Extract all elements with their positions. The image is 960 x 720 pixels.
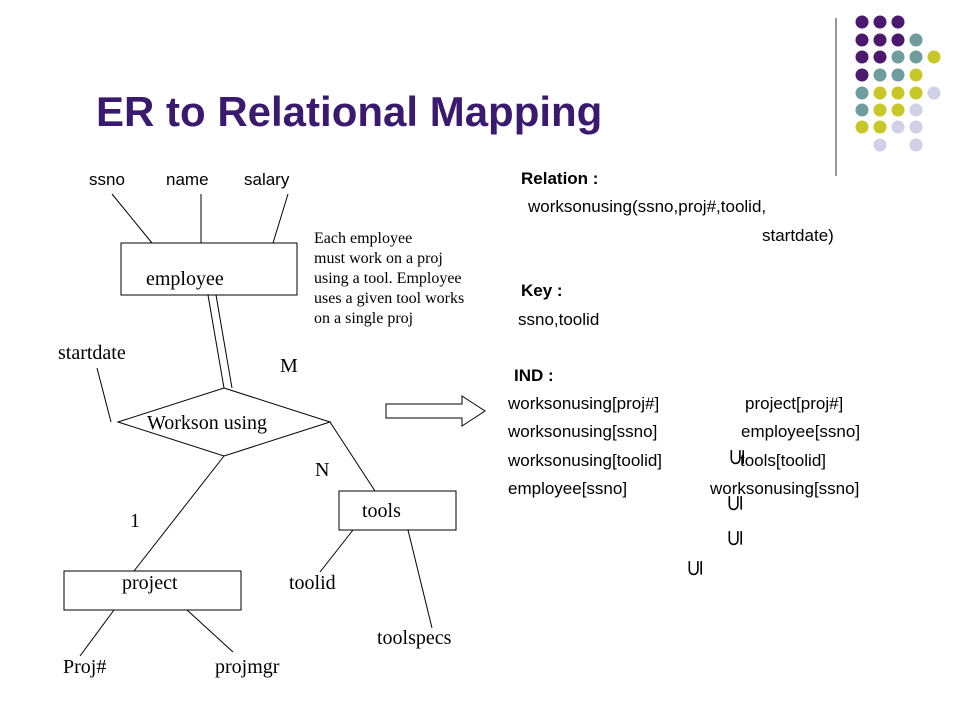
decor-dot xyxy=(891,103,905,117)
ind-left-3: worksonusing[toolid] xyxy=(508,451,663,470)
decor-dot xyxy=(909,103,923,117)
employee-rel-line-1 xyxy=(207,294,225,389)
decor-dot xyxy=(873,68,887,82)
decor-dot xyxy=(873,103,887,117)
salary-link xyxy=(272,193,289,244)
decor-dot xyxy=(855,15,869,29)
decor-dot xyxy=(891,50,905,64)
employee-entity-box xyxy=(120,242,298,296)
decor-dot xyxy=(891,15,905,29)
rel-tools-line xyxy=(329,421,376,492)
constraint-note: Each employee must work on a proj using … xyxy=(314,229,464,329)
decor-dot xyxy=(909,33,923,47)
ind-right-2: employee[ssno] xyxy=(741,422,861,441)
attr-projnum: Proj# xyxy=(63,656,107,678)
relation-heading: Relation : xyxy=(521,169,599,188)
attr-startdate: startdate xyxy=(58,342,126,364)
key-value: ssno,toolid xyxy=(518,310,600,329)
decor-dot xyxy=(891,33,905,47)
toolspecs-link xyxy=(407,529,433,629)
slide-title: ER to Relational Mapping xyxy=(96,88,603,135)
decor-dot xyxy=(909,50,923,64)
toolid-link xyxy=(319,529,354,573)
decor-dot xyxy=(909,86,923,100)
decor-dot xyxy=(855,120,869,134)
note-line: on a single proj xyxy=(314,310,414,327)
tools-entity-box xyxy=(338,490,457,531)
entity-project-label: project xyxy=(122,572,178,594)
decor-dot xyxy=(873,138,887,152)
attr-toolid: toolid xyxy=(289,572,336,594)
ind-left-2: worksonusing[ssno] xyxy=(508,422,658,441)
ind-heading: IND : xyxy=(514,366,554,385)
projmgr-link xyxy=(186,609,234,653)
note-line: uses a given tool works xyxy=(314,290,465,307)
ind-left-1: worksonusing[proj#] xyxy=(508,394,660,413)
cardinality-m: M xyxy=(280,355,298,377)
decor-dot xyxy=(909,138,923,152)
decor-dot xyxy=(855,68,869,82)
note-line: must work on a proj xyxy=(314,250,443,267)
decor-dot xyxy=(873,86,887,100)
cardinality-n: N xyxy=(315,459,330,481)
rel-project-line xyxy=(133,455,225,572)
mapping-arrow xyxy=(385,395,486,427)
subset-symbol: ⊆ xyxy=(724,447,750,467)
decor-dot xyxy=(927,86,941,100)
decor-dot xyxy=(873,50,887,64)
entity-tools-label: tools xyxy=(362,500,401,522)
relation-line1: worksonusing(ssno,proj#,toolid, xyxy=(528,197,767,216)
ind-right-4: worksonusing[ssno] xyxy=(710,479,860,498)
relationship-label: Workson using xyxy=(147,412,268,434)
decor-dot xyxy=(891,120,905,134)
decor-dot xyxy=(891,68,905,82)
attr-toolspecs: toolspecs xyxy=(377,627,452,649)
decor-dot xyxy=(927,50,941,64)
attr-projmgr: projmgr xyxy=(215,656,280,678)
subset-symbol: ⊆ xyxy=(722,493,748,513)
ind-right-1: project[proj#] xyxy=(745,394,844,413)
note-line: Each employee xyxy=(314,230,413,247)
project-entity-box xyxy=(63,570,242,611)
decor-dot xyxy=(873,33,887,47)
decor-dot xyxy=(873,120,887,134)
attr-name: name xyxy=(166,170,209,189)
decor-dot xyxy=(855,33,869,47)
cardinality-one: 1 xyxy=(130,510,140,532)
key-heading: Key : xyxy=(521,281,563,300)
decor-dot xyxy=(855,86,869,100)
subset-symbol: ⊆ xyxy=(682,558,708,578)
decor-dot xyxy=(873,15,887,29)
decor-dot xyxy=(855,50,869,64)
startdate-link xyxy=(96,367,112,423)
decor-dot xyxy=(891,86,905,100)
decor-dot xyxy=(855,103,869,117)
decor-dot xyxy=(909,120,923,134)
ssno-link xyxy=(111,193,153,244)
attr-salary: salary xyxy=(244,170,290,189)
relation-line2: startdate) xyxy=(762,226,834,245)
attr-ssno: ssno xyxy=(89,170,125,189)
projnum-link xyxy=(79,609,115,657)
employee-rel-line-2 xyxy=(215,294,233,389)
decor-dot xyxy=(909,68,923,82)
ind-left-4: employee[ssno] xyxy=(508,479,628,498)
entity-employee-label: employee xyxy=(146,268,224,290)
subset-symbol: ⊆ xyxy=(722,528,748,548)
ind-right-3: tools[toolid] xyxy=(740,451,826,470)
note-line: using a tool. Employee xyxy=(314,270,462,287)
